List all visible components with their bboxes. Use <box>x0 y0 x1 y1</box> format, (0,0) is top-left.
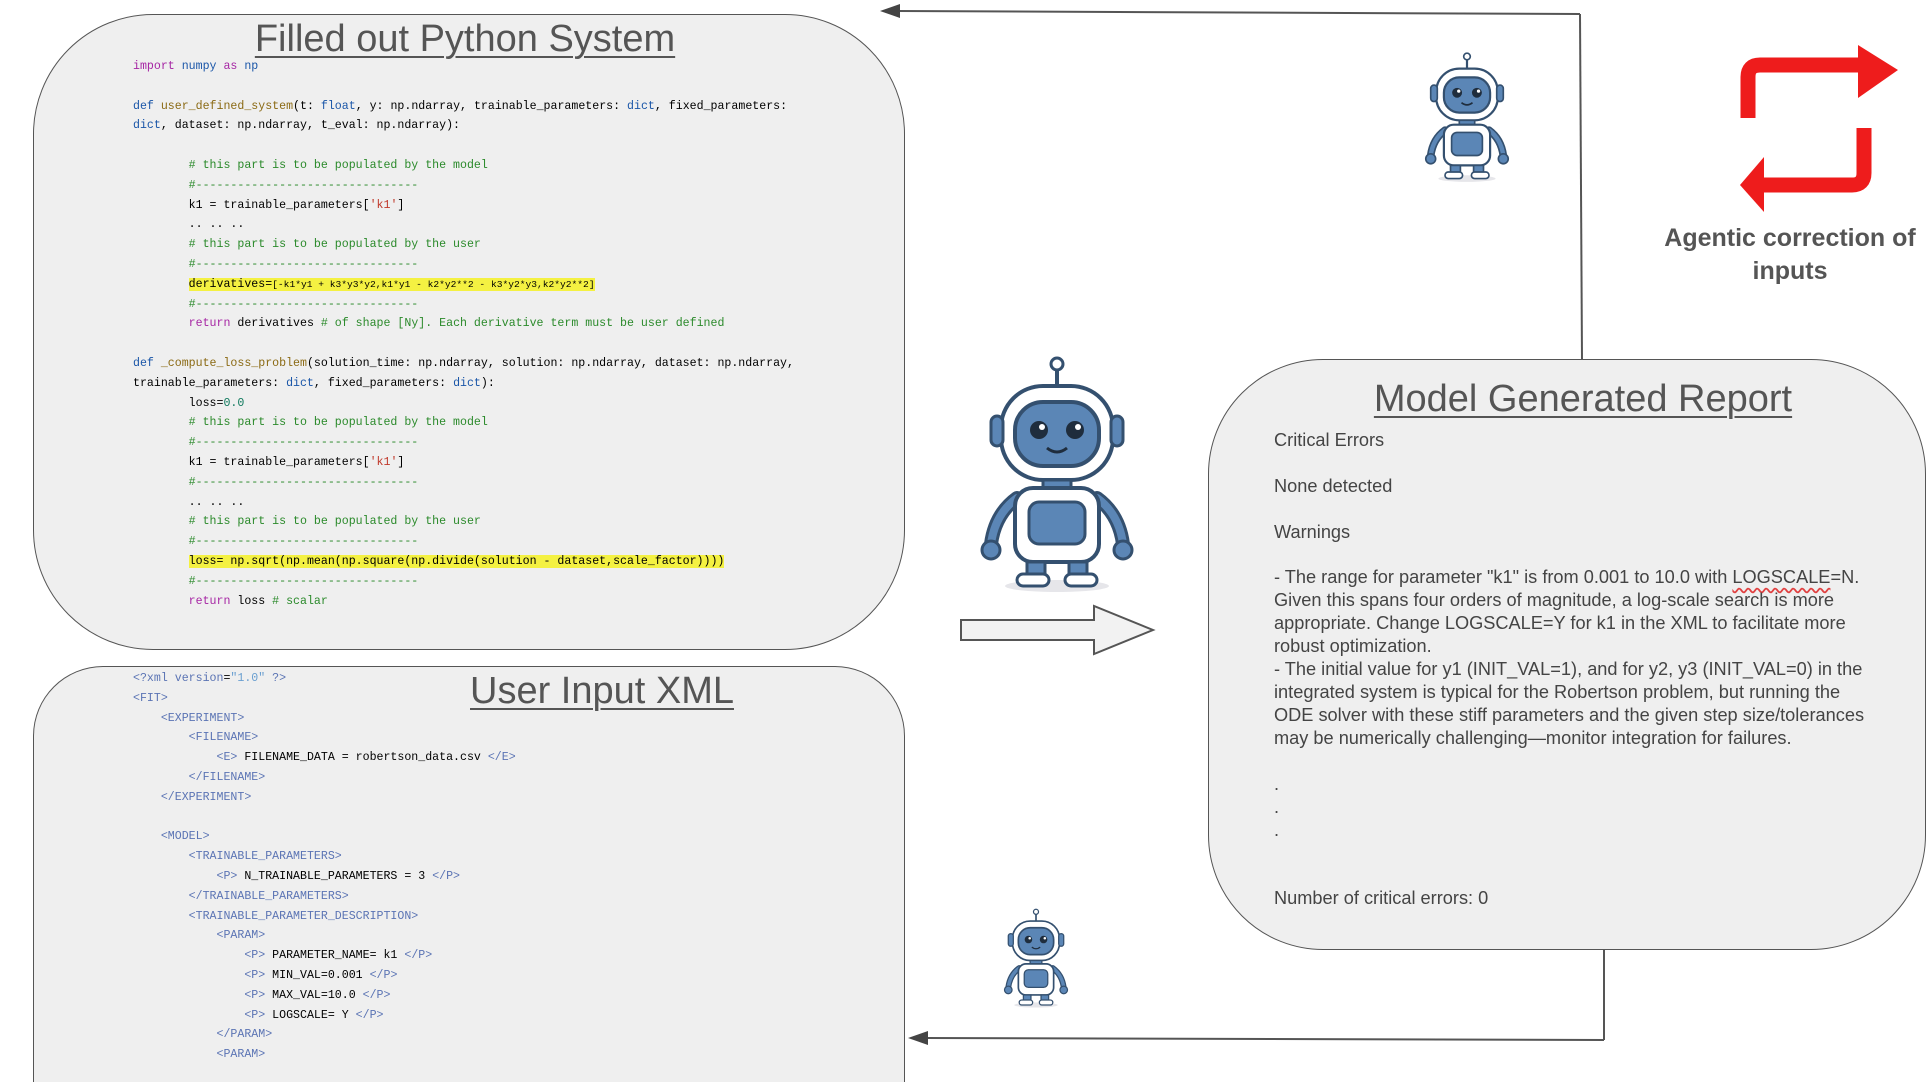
report-panel-title: Model Generated Report <box>1373 378 1793 420</box>
critical-errors-heading: Critical Errors <box>1274 430 1385 450</box>
loss-highlight: loss= np.sqrt(np.mean(np.square(np.divid… <box>188 554 725 568</box>
robot-icon <box>982 358 1132 592</box>
xml-panel-title: User Input XML <box>470 670 734 712</box>
logscale-flag: LOGSCALE <box>1732 567 1831 587</box>
user-input-xml-panel <box>33 666 905 1082</box>
warning-2-line-1: - The initial value for y1 (INIT_VAL=1),… <box>1274 659 1863 679</box>
warning-2-line-4: may be numerically challenging—monitor i… <box>1274 728 1792 748</box>
warning-1-line-3: appropriate. Change LOGSCALE=Y for k1 in… <box>1274 613 1846 633</box>
robot-icon <box>1005 909 1068 1007</box>
ellipsis-dot: . <box>1274 797 1280 817</box>
derivatives-highlight: derivatives=[-k1*y1 + k3*y3*y2,k1*y1 - k… <box>188 277 595 291</box>
python-code-block: import numpy as np def user_defined_syst… <box>133 60 794 608</box>
warning-1-line-1: - The range for parameter "k1" is from 0… <box>1274 567 1860 587</box>
flow-arrow-icon <box>960 604 1156 656</box>
cycle-arrowhead-icon <box>1740 157 1764 212</box>
warning-2-line-3: ODE solver with these stiff parameters a… <box>1274 705 1865 725</box>
cycle-icon <box>1740 57 1872 193</box>
feedback-arrow-bottom <box>925 950 1605 1041</box>
warning-1-line-2: Given this spans four orders of magnitud… <box>1274 590 1835 610</box>
warning-1-line-4: robust optimization. <box>1274 636 1432 656</box>
critical-errors-count: Number of critical errors: 0 <box>1274 888 1489 908</box>
python-system-panel <box>33 14 905 650</box>
ellipsis-dot: . <box>1274 820 1280 840</box>
python-panel-title: Filled out Python System <box>254 18 676 60</box>
arrowhead-left-icon <box>908 1031 928 1045</box>
agentic-correction-caption: Agentic correction of inputs <box>1664 224 1916 285</box>
critical-errors-value: None detected <box>1274 476 1393 496</box>
warnings-heading: Warnings <box>1274 522 1351 542</box>
ellipsis-dot: . <box>1274 774 1280 794</box>
cycle-arrowhead-icon <box>1858 45 1898 98</box>
arrowhead-left-icon <box>880 4 900 18</box>
feedback-arrow-top <box>897 10 1583 361</box>
model-report-panel <box>1208 359 1926 950</box>
robot-icon <box>1426 53 1509 182</box>
warning-2-line-2: integrated system is typical for the Rob… <box>1274 682 1841 702</box>
xml-code-block: <?xml version="1.0" ?> <FIT> <EXPERIMENT… <box>133 672 516 1062</box>
